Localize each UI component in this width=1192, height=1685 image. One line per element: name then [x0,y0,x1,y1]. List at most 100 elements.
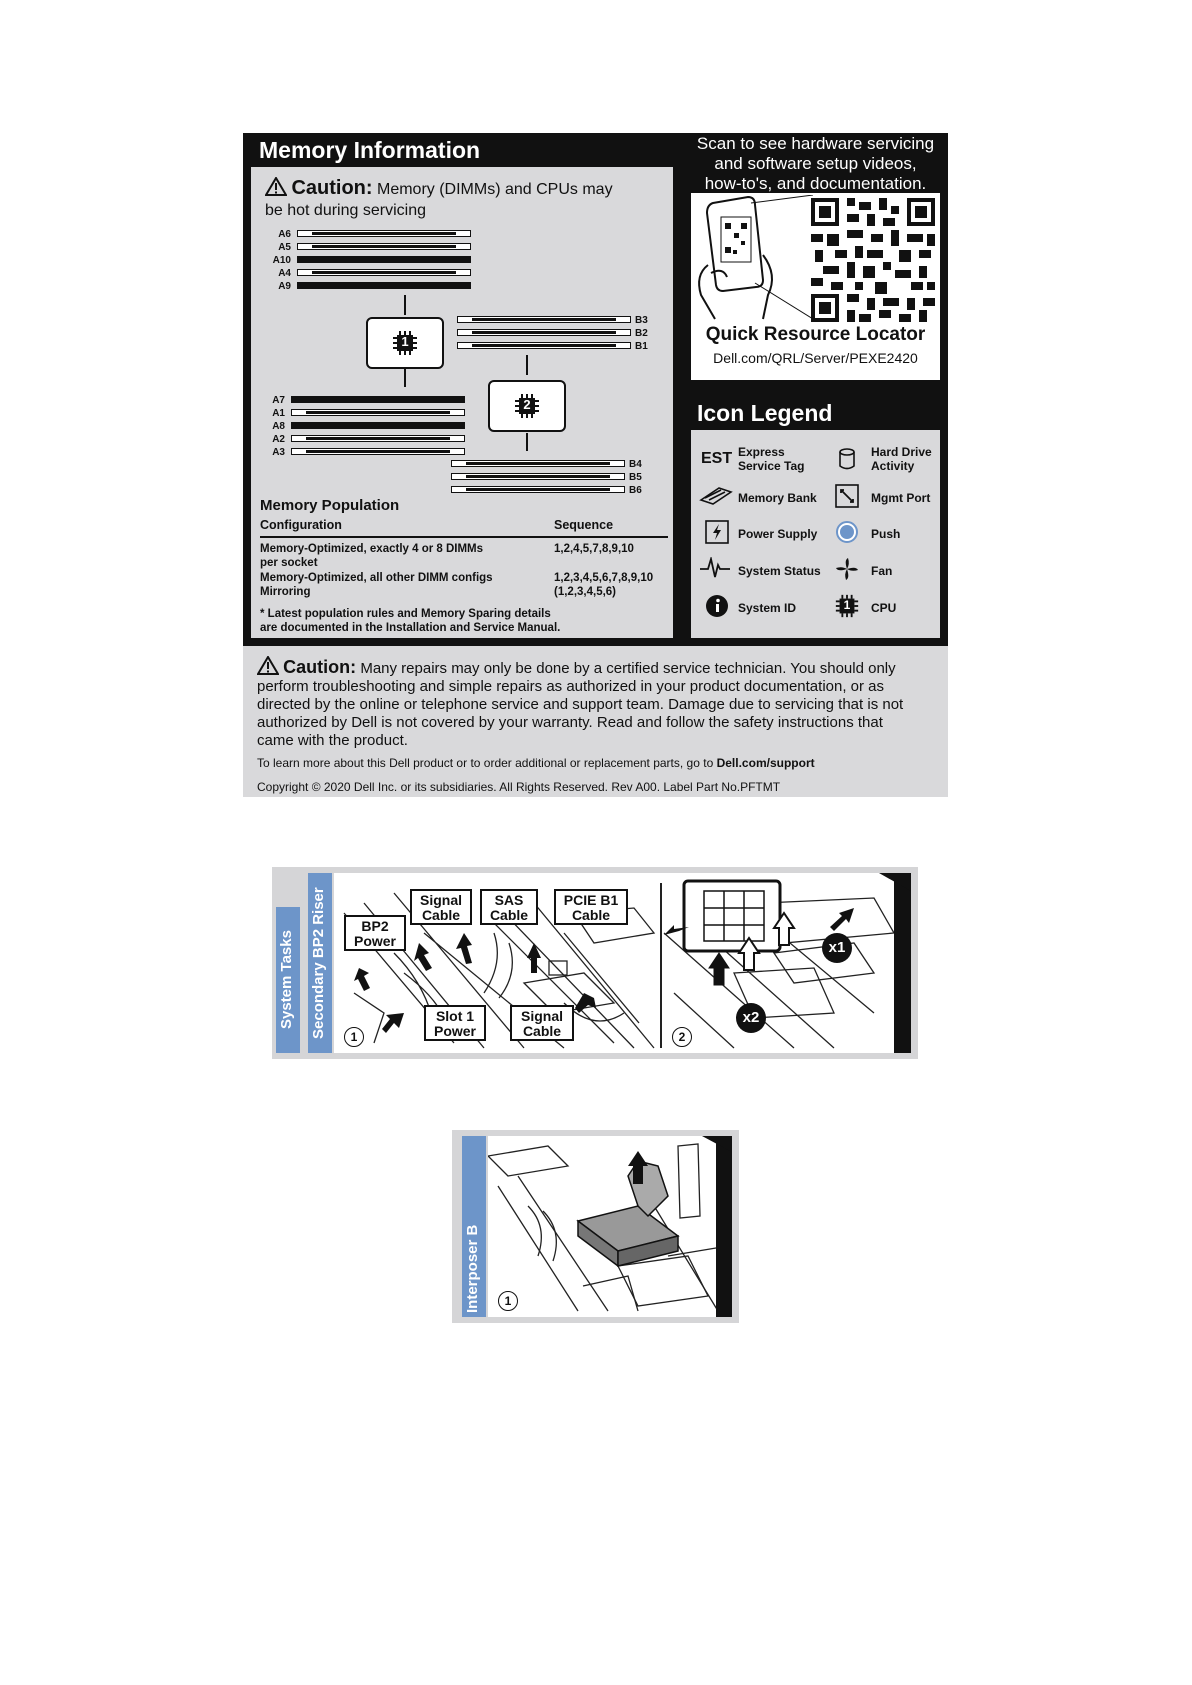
legend-system-id: System ID [738,601,797,615]
slot-labels-a-top: A6 A5 A10 A4 A9 [269,228,291,293]
dimm-slot [297,230,471,237]
cpu-icon [515,394,539,418]
slot-label: A10 [272,255,291,266]
mgmt-port-icon [835,484,859,508]
legend-cpu: CPU [871,601,897,615]
task-interposer-b: Interposer B 1 [452,1130,739,1323]
power-supply-icon [705,520,729,544]
slot-label: A9 [278,281,291,292]
caution-word: Caution: [291,177,373,199]
table-row-seq: 1,2,3,4,5,6,7,8,9,10 [554,572,654,584]
system-id-icon [706,595,728,617]
support-link[interactable]: Dell.com/support [716,756,815,770]
slot-label: B3 [635,315,648,326]
col-sequence: Sequence [554,518,614,532]
cpu-icon [393,331,417,355]
slot-label: B4 [629,459,642,470]
slot-label: B1 [635,341,648,352]
step-number: 2 [672,1027,692,1047]
cpu-2-chip: 2 [488,380,566,432]
slot-label: A5 [278,242,291,253]
slot-labels-b-bottom: B4 B5 B6 [629,458,642,497]
dimm-slot [457,316,631,323]
slot-label: A6 [278,229,291,240]
legend-system-status: System Status [738,564,821,578]
population-title: Memory Population [260,497,400,514]
qr-scan-text: Scan to see hardware servicing and softw… [696,134,935,193]
qr-code-icon [811,198,935,322]
qrl-title: Quick Resource Locator [705,324,926,345]
step-number: 1 [344,1027,364,1047]
task2-illustration: 1 [488,1136,732,1317]
dimm-slot [297,256,471,263]
copyright-text: Copyright © 2020 Dell Inc. or its subsid… [257,780,781,794]
general-caution-panel: Caution: Many repairs may only be done b… [243,646,948,797]
dimm-slot [297,269,471,276]
task-secondary-bp2-riser: System Tasks Secondary BP2 Riser [272,867,918,1059]
secondary-bp2-riser-tab: Secondary BP2 Riser [308,873,332,1053]
system-tasks-tab: System Tasks [276,907,300,1053]
table-row: Memory-Optimized, all other DIMM configs [260,572,493,584]
cpu-icon-number: 1 [843,598,851,612]
table-row: Memory-Optimized, exactly 4 or 8 DIMMs p… [260,543,484,569]
memory-bank-icon [699,487,733,505]
dimm-slot [451,486,625,493]
table-row: Mirroring [260,586,311,598]
slot-label: A2 [272,434,285,445]
dimm-slot [297,243,471,250]
step-number: 1 [498,1291,518,1311]
table-row-seq: (1,2,3,4,5,6) [554,586,617,598]
dimm-slot [457,329,631,336]
slot-label: A3 [272,447,285,458]
slot-label: A7 [272,395,285,406]
quantity-badge: x1 [822,933,852,963]
fan-icon [836,558,858,580]
slot-label: A4 [278,268,291,279]
general-caution-text: Caution: Many repairs may only be done b… [256,655,904,749]
qr-inner: Quick Resource Locator Dell.com/QRL/Serv… [691,193,940,380]
slot-label: B6 [629,485,642,496]
icon-legend-title: Icon Legend [683,396,948,430]
system-status-icon [700,557,730,578]
dimm-slot [297,282,471,289]
caution-word: Caution: [283,657,357,677]
dimm-slot [291,422,465,429]
learn-more-text: To learn more about this Dell product or… [257,756,815,770]
memory-info-title: Memory Information [243,133,675,167]
memory-caution: Caution: Memory (DIMMs) and CPUs may [264,176,613,200]
dimm-slot [457,342,631,349]
caution-text-line-2: be hot during servicing [265,202,426,219]
quantity-badge: x2 [736,1003,766,1033]
col-configuration: Configuration [260,518,342,532]
legend-mgmt-port: Mgmt Port [871,491,931,505]
cpu-1-number: 1 [401,334,409,349]
table-row-seq: 1,2,4,5,7,8,9,10 [554,543,634,555]
dimm-slot [291,435,465,442]
legend-push: Push [871,527,901,541]
memory-panel: Caution: Memory (DIMMs) and CPUs may be … [251,167,673,638]
slot-labels-b-top: B3 B2 B1 [635,314,648,353]
slot-labels-a-bottom: A7 A1 A8 A2 A3 [263,394,285,459]
population-note: * Latest population rules and Memory Spa… [260,608,561,634]
qrl-url: Dell.com/QRL/Server/PEXE2420 [713,350,918,366]
cpu-2-number: 2 [523,397,531,412]
service-label: Memory Information Caution: Memory (DIMM… [243,133,948,797]
phone-hand-icon [698,195,813,320]
slot-label: B2 [635,328,648,339]
interposer-illustration [488,1136,732,1317]
cpu-1-chip: 1 [366,317,444,369]
hard-drive-icon [839,448,855,470]
est-icon: EST [701,450,733,467]
caution-text: Memory (DIMMs) and CPUs may [372,181,613,198]
slot-label: A8 [272,421,285,432]
warning-triangle-icon [264,176,288,196]
slot-label: A1 [272,408,285,419]
